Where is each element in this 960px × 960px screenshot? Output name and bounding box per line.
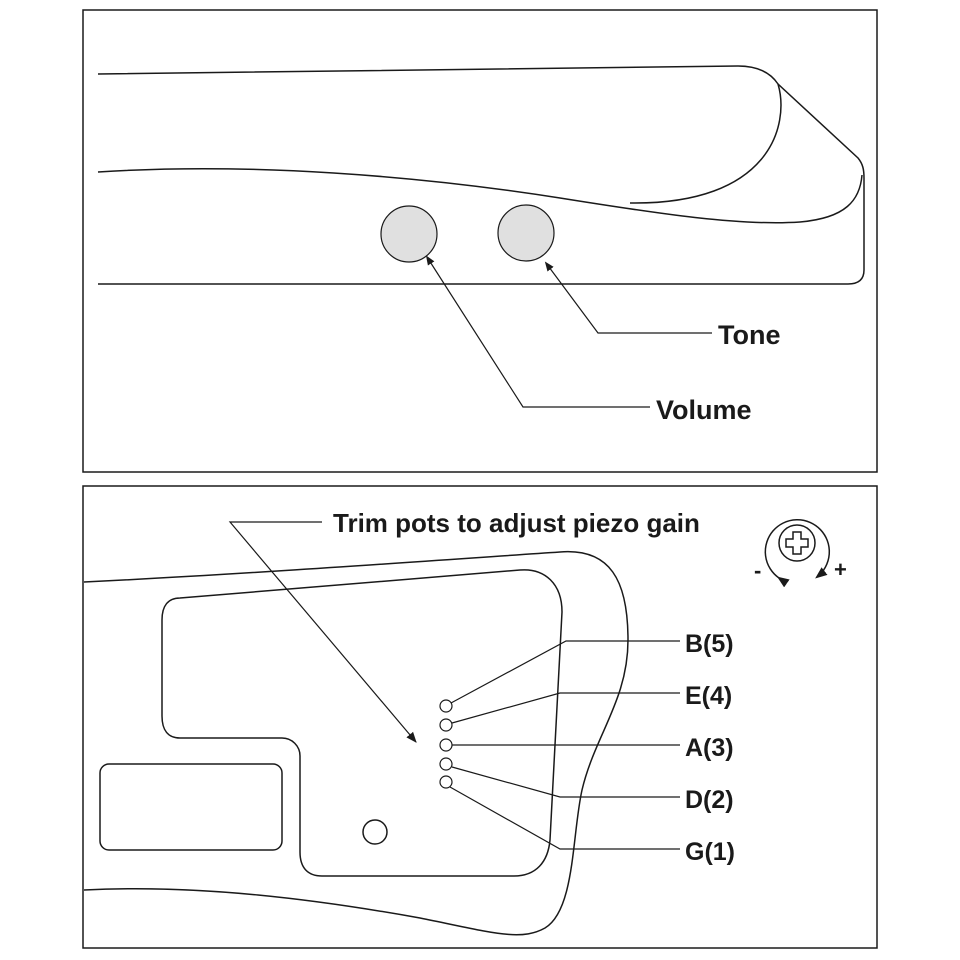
- leader-line-e: [451, 692, 680, 724]
- bottom-panel-frame: [82, 485, 878, 949]
- top-panel-frame: [82, 9, 878, 473]
- string-label-d: D(2): [685, 786, 734, 814]
- trim-pot-g[interactable]: [439, 775, 453, 789]
- trim-pot-d[interactable]: [439, 757, 453, 771]
- tone-knob[interactable]: [497, 204, 555, 262]
- volume-knob[interactable]: [380, 205, 438, 263]
- screw-head-icon: [778, 524, 816, 562]
- trim-title-pointer: [228, 521, 417, 743]
- tone-leader-line: [544, 261, 712, 334]
- body-contour-line: [97, 167, 863, 224]
- string-label-g: G(1): [685, 838, 735, 866]
- body-upper-edge: [97, 65, 865, 285]
- trim-pots-title: Trim pots to adjust piezo gain: [333, 508, 700, 538]
- trim-pot-a[interactable]: [439, 738, 453, 752]
- trim-pot-e[interactable]: [439, 718, 453, 732]
- volume-label: Volume: [656, 395, 752, 425]
- string-label-a: A(3): [685, 734, 734, 762]
- rotation-arc: [764, 519, 831, 588]
- minus-sign: -: [754, 558, 761, 583]
- battery-compartment: [99, 763, 283, 851]
- bottom-panel: B(5) E(4) A(3) D(2) G(1) Trim pots to ad…: [82, 485, 878, 949]
- screw-hole: [362, 819, 388, 845]
- string-label-b: B(5): [685, 630, 734, 658]
- leader-line-d: [451, 766, 680, 798]
- volume-leader-line: [425, 255, 650, 408]
- tone-label: Tone: [718, 320, 781, 350]
- control-cavity-outline: [161, 569, 563, 877]
- plus-sign: +: [834, 557, 847, 582]
- body-outer-outline: [83, 550, 629, 936]
- body-bevel-line: [629, 83, 782, 204]
- leader-line-b: [450, 640, 680, 704]
- screw-cross-icon: [785, 531, 809, 555]
- rotation-adjust-icon: - +: [754, 519, 847, 588]
- top-panel: Tone Volume: [82, 9, 878, 473]
- leader-line-g: [449, 786, 680, 850]
- trim-pot-b[interactable]: [439, 699, 453, 713]
- string-label-e: E(4): [685, 682, 732, 710]
